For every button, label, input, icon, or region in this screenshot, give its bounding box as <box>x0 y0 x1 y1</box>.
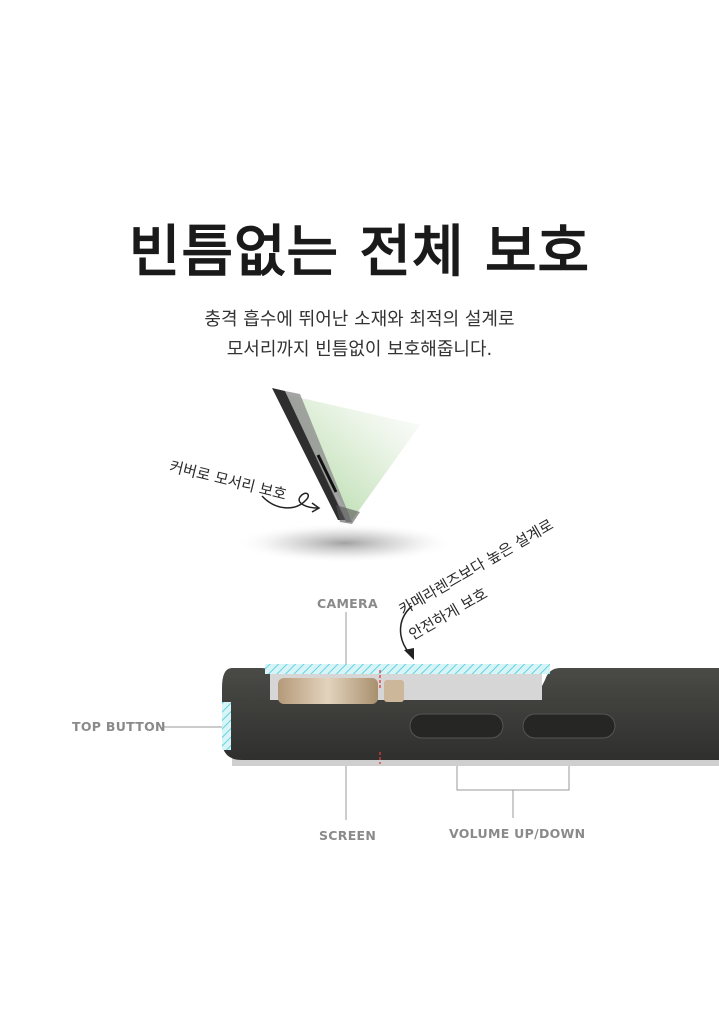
camera-label: CAMERA <box>317 596 378 611</box>
volume-down-button <box>522 713 616 739</box>
screen-label: SCREEN <box>319 828 377 843</box>
corner-button-mark <box>316 454 338 493</box>
corner-edge-dark <box>272 388 346 520</box>
page-title: 빈틈없는 전체 보호 <box>128 220 591 285</box>
phone-case-side <box>222 664 719 766</box>
corner-closeup <box>235 388 455 563</box>
camera-lip-highlight <box>265 664 550 674</box>
corner-arrow <box>261 492 319 509</box>
camera-lens-2 <box>384 680 404 702</box>
page-subtitle: 충격 흡수에 뛰어난 소재와 최적의 설계로 모서리까지 빈틈없이 보호해줍니다… <box>0 305 719 365</box>
top-button-label: TOP BUTTON <box>72 719 166 734</box>
camera-lens <box>278 678 378 704</box>
top-button-highlight <box>222 702 231 750</box>
volume-label: VOLUME UP/DOWN <box>449 826 586 841</box>
subtitle-line-1: 충격 흡수에 뛰어난 소재와 최적의 설계로 <box>204 309 515 330</box>
subtitle-line-2: 모서리까지 빈틈없이 보호해줍니다. <box>226 339 493 360</box>
corner-shadow <box>235 523 455 563</box>
volume-up-button <box>409 713 504 739</box>
